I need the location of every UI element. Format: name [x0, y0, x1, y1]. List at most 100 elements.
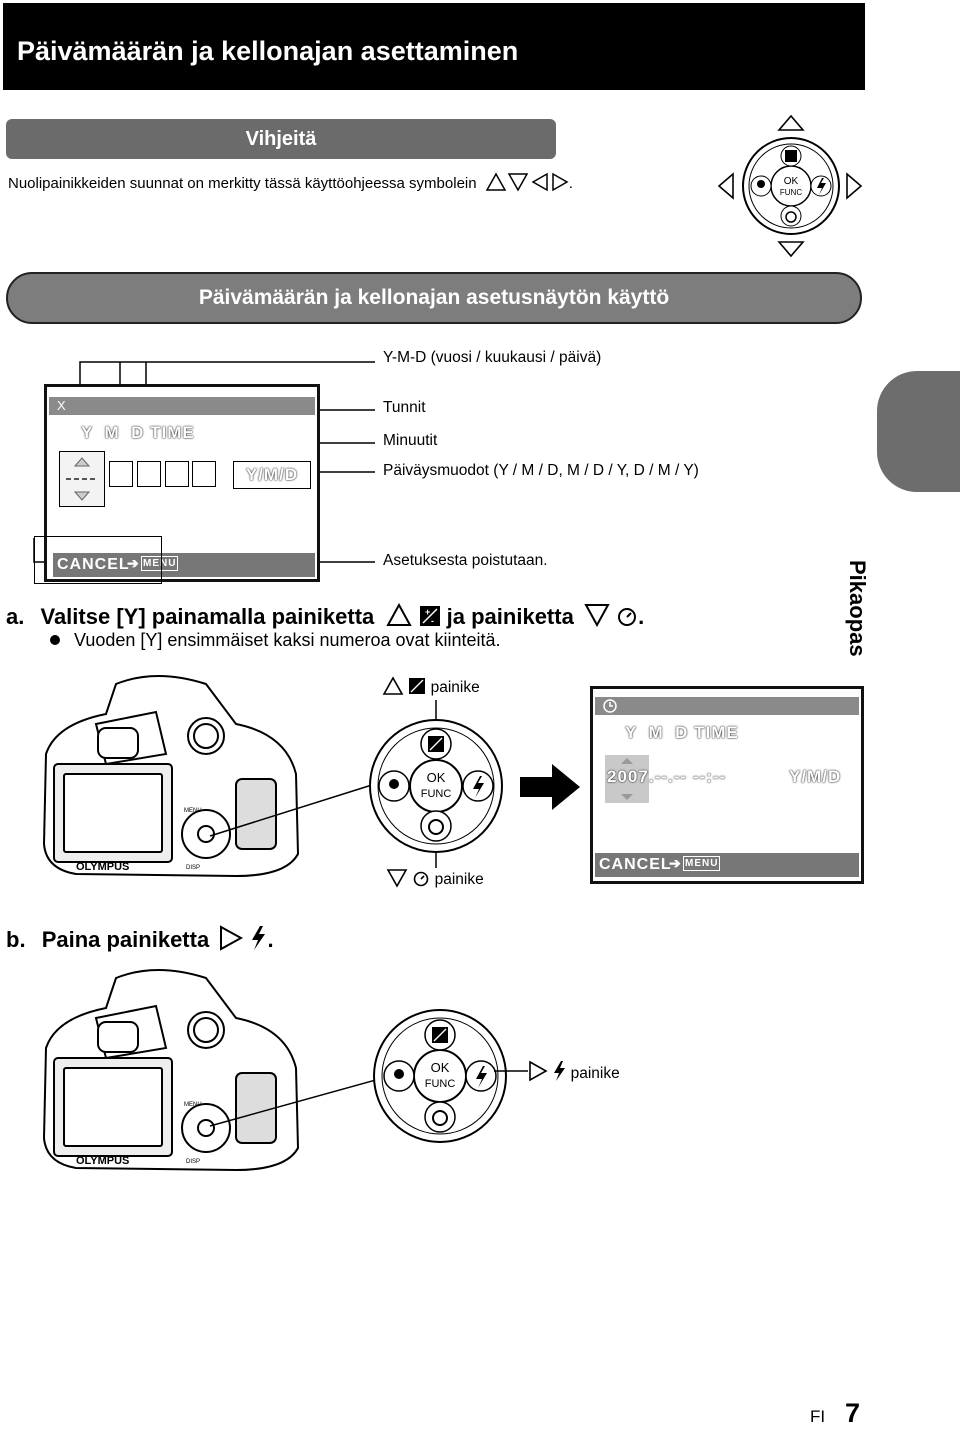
clock-icon: [603, 699, 617, 713]
down-button-label: painike: [434, 871, 484, 888]
exposure-icon: +-: [419, 606, 440, 626]
hint-text-line: Nuolipainikkeiden suunnat on merkitty tä…: [8, 172, 573, 192]
up-arrow-icon: [386, 602, 413, 626]
lcd2-rest: .--.-- --:--: [649, 767, 727, 786]
lcd-screen-2: Y M D TIME 2007 .--.-- --:-- Y/M/D CANCE…: [590, 686, 864, 884]
camera-callout-lines-a: [209, 783, 376, 837]
dial-a-ok: OK: [427, 770, 446, 785]
lcd1-cancel: CANCEL: [57, 556, 130, 573]
up-down-arrows-icon: [66, 457, 98, 501]
svg-text:-: -: [431, 616, 434, 626]
dial-b-ok: OK: [431, 1060, 450, 1075]
label-minutes: Minuutit: [383, 432, 438, 449]
lcd2-top-bar: [595, 697, 859, 715]
up-down-arrows-icon: [621, 758, 633, 800]
right-arrow-icon: [220, 925, 244, 951]
label-cancel: Asetuksesta poistutaan.: [383, 552, 548, 569]
arrow-pad-diagram: OK FUNC: [717, 114, 863, 258]
lcd-screen-1: X Y M D TIME Y/M/D CANCEL ➔ MENU: [44, 384, 320, 582]
camera-disp-b: DISP: [186, 1159, 200, 1165]
up-button-label-line: painike: [382, 676, 480, 697]
flash-icon: [252, 926, 266, 950]
down-arrow-icon: [584, 604, 610, 628]
step-a-text3: .: [638, 604, 645, 629]
lcd1-header: Y M D TIME: [81, 423, 195, 442]
bullet-dot-icon: [50, 635, 60, 645]
camera-disp-a: DISP: [186, 865, 200, 871]
lcd1-month-box: [109, 461, 133, 487]
arrow-right-icon: [520, 764, 580, 810]
step-b-text: Paina painiketta: [41, 927, 210, 952]
camera-menu-b: MENU: [184, 1102, 202, 1108]
section-header: Päivämäärän ja kellonajan asetusnäytön k…: [198, 286, 670, 309]
label-formats: Päiväysmuodot (Y / M / D, M / D / Y, D /…: [383, 462, 699, 479]
right-arrow-icon: [529, 1060, 548, 1082]
arrow-right-icon: ➔: [669, 855, 682, 871]
svg-text:+: +: [425, 607, 430, 617]
down-arrow-icon: [386, 869, 408, 888]
cancel-callout-box: [34, 536, 162, 584]
lcd1-menu: MENU: [141, 556, 179, 571]
hint-header: Vihjeitä: [245, 128, 317, 150]
camera-callout-lines-b: [209, 1075, 391, 1127]
camera-menu-a: MENU: [184, 808, 202, 814]
control-dial-b: OK FUNC: [373, 1009, 507, 1143]
camera-brand-a: OLYMPUS: [76, 861, 129, 873]
right-button-label: painike: [570, 1065, 620, 1082]
section-header-bar: Päivämäärän ja kellonajan asetusnäytön k…: [6, 272, 862, 324]
label-hours: Tunnit: [383, 399, 426, 416]
dial-a-func: FUNC: [421, 788, 452, 800]
lcd2-cancel-bar: CANCEL ➔ MENU: [595, 853, 859, 877]
lcd2-menu: MENU: [683, 856, 721, 871]
camera-illustration-a: OLYMPUS MENU DISP: [42, 675, 300, 878]
arrow-pad-ok-text: OK: [784, 176, 799, 187]
arrow-right-icon: ➔: [127, 555, 140, 571]
lcd2-year: 2007: [607, 767, 649, 786]
page-title: Päivämäärän ja kellonajan asettaminen: [17, 36, 519, 66]
hint-text: Nuolipainikkeiden suunnat on merkitty tä…: [8, 175, 477, 192]
lcd2-format: Y/M/D: [789, 767, 842, 786]
arrow-pad-func-text: FUNC: [780, 188, 802, 197]
page-title-bar: Päivämäärän ja kellonajan asettaminen: [3, 3, 865, 90]
lcd1-top-bar: [49, 397, 315, 415]
step-a-text1: Valitse [Y] painamalla painiketta: [40, 604, 375, 629]
up-button-label: painike: [430, 679, 480, 696]
dial-b-func: FUNC: [425, 1078, 456, 1090]
lcd2-year-highlight: [605, 755, 649, 803]
lcd1-day-box: [137, 461, 161, 487]
step-a-text2: ja painiketta: [446, 604, 574, 629]
step-b-line: b. Paina painiketta .: [6, 925, 274, 953]
lcd1-format: Y/M/D: [245, 465, 299, 484]
arrow-symbols-icon: [485, 172, 569, 192]
side-tab: [877, 371, 960, 492]
flash-icon: [554, 1061, 566, 1081]
down-button-label-line: painike: [386, 868, 484, 889]
lcd1-hour-box: [165, 461, 189, 487]
step-a-line: a. Valitse [Y] painamalla painiketta +- …: [6, 602, 645, 630]
control-dial-a: OK FUNC: [369, 700, 503, 868]
self-timer-icon: [414, 871, 429, 887]
dial-b-leader-line: [494, 1070, 528, 1072]
lcd1-corner: X: [57, 398, 66, 413]
exposure-icon: [409, 678, 426, 694]
step-b-letter: b.: [6, 927, 26, 952]
right-button-label-line: painike: [528, 1060, 620, 1083]
lcd2-header: Y M D TIME: [625, 723, 739, 742]
step-a-letter: a.: [6, 604, 25, 629]
hint-text-end: .: [568, 175, 573, 192]
self-timer-icon: [618, 608, 637, 626]
lcd2-cancel: CANCEL: [599, 856, 672, 873]
lcd1-cancel-bar: CANCEL ➔ MENU: [53, 553, 315, 577]
label-ymd: Y-M-D (vuosi / kuukausi / päivä): [383, 349, 602, 366]
camera-brand-b: OLYMPUS: [76, 1155, 129, 1167]
camera-illustration-b: OLYMPUS MENU DISP: [42, 969, 300, 1172]
step-a-bullet: Vuoden [Y] ensimmäiset kaksi numeroa ova…: [74, 630, 501, 650]
side-tab-label: Pikaopas: [845, 560, 870, 657]
up-arrow-icon: [382, 676, 404, 695]
lcd1-year-box: [59, 451, 105, 507]
lcd1-minute-box: [192, 461, 216, 487]
step-a-bullet-line: Vuoden [Y] ensimmäiset kaksi numeroa ova…: [50, 630, 501, 651]
footer-page-number: 7: [845, 1398, 861, 1428]
footer-lang: FI: [810, 1407, 826, 1426]
lcd1-format-box: Y/M/D: [233, 461, 311, 489]
